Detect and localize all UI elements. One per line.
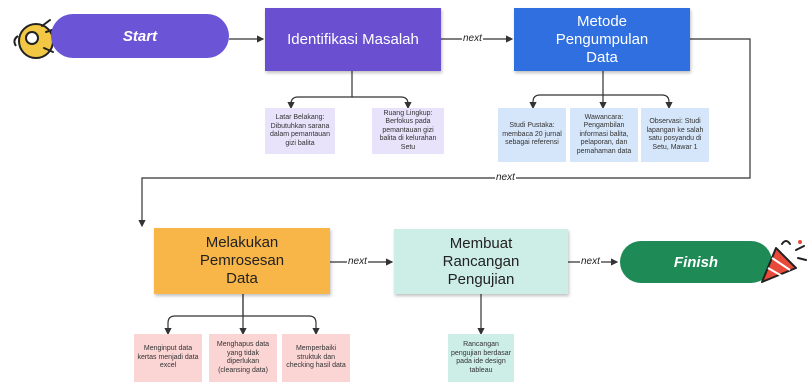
step-label: Metode Pengumpulan Data xyxy=(555,12,649,66)
branch-identifikasi-ruang xyxy=(352,96,412,110)
next-label: next xyxy=(462,33,483,44)
start-node: Start xyxy=(51,14,229,58)
note-input-data: Menginput data kertas menjadi data excel xyxy=(134,334,202,382)
branch-proses-input xyxy=(164,294,244,336)
step-identifikasi-masalah: Identifikasi Masalah xyxy=(265,8,441,71)
note-observasi: Observasi: Studi lapangan ke salah satu … xyxy=(641,108,709,162)
next-label: next xyxy=(347,256,368,267)
step-label: Melakukan Pemrosesan Data xyxy=(199,234,285,287)
note-wawancara: Wawancara: Pengambilan informasi balita,… xyxy=(570,108,638,162)
step-label: Membuat Rancangan Pengujian xyxy=(442,234,520,288)
start-label: Start xyxy=(122,27,158,45)
note-latar-belakang: Latar Belakang: Dibutuhkan sarana dalam … xyxy=(265,108,335,154)
note-rancangan-pengujian: Rancangan pengujian berdasar pada ide de… xyxy=(448,334,514,382)
finish-node: Finish xyxy=(620,241,772,283)
note-cleansing-data: Menghapus data yang tidak diperlukan (cl… xyxy=(209,334,277,382)
branch-proses-perbaiki xyxy=(243,315,320,336)
step-membuat-rancangan-pengujian: Membuat Rancangan Pengujian xyxy=(394,229,568,294)
ok-hand-icon xyxy=(6,16,58,64)
next-label: next xyxy=(580,256,601,267)
branch-identifikasi-latar xyxy=(287,71,353,110)
note-perbaiki-struktur: Memperbaiki struktuk dan checking hasil … xyxy=(282,334,350,382)
next-label: next xyxy=(495,172,516,183)
step-metode-pengumpulan-data: Metode Pengumpulan Data xyxy=(514,8,690,71)
branch-metode-observasi xyxy=(603,94,673,110)
finish-label: Finish xyxy=(673,253,719,271)
party-popper-icon xyxy=(756,236,808,286)
arrow-metode-to-proses xyxy=(138,38,751,228)
step-melakukan-pemrosesan-data: Melakukan Pemrosesan Data xyxy=(154,228,330,294)
branch-metode-studi xyxy=(529,71,604,110)
note-ruang-lingkup: Ruang Lingkup: Berfokus pada pemantauan … xyxy=(372,108,444,154)
note-studi-pustaka: Studi Pustaka: membaca 20 jurnal sebagai… xyxy=(498,108,566,162)
step-label: Identifikasi Masalah xyxy=(287,30,419,48)
